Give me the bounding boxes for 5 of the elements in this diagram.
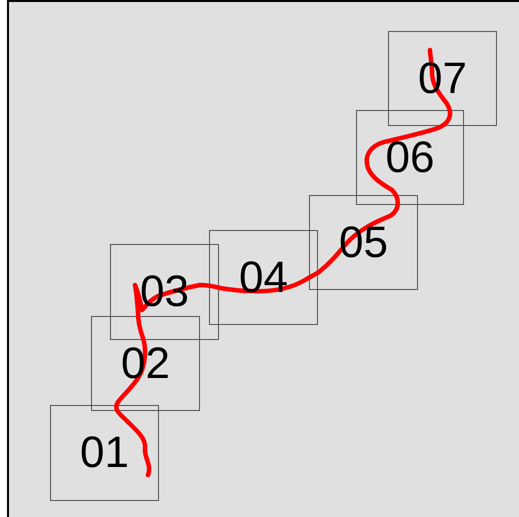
- frame-box: [356, 110, 464, 205]
- frame-number: 01: [80, 431, 129, 475]
- trajectory-line: [114, 400, 152, 478]
- frame-number: 06: [386, 136, 434, 180]
- frame-box: [50, 405, 159, 501]
